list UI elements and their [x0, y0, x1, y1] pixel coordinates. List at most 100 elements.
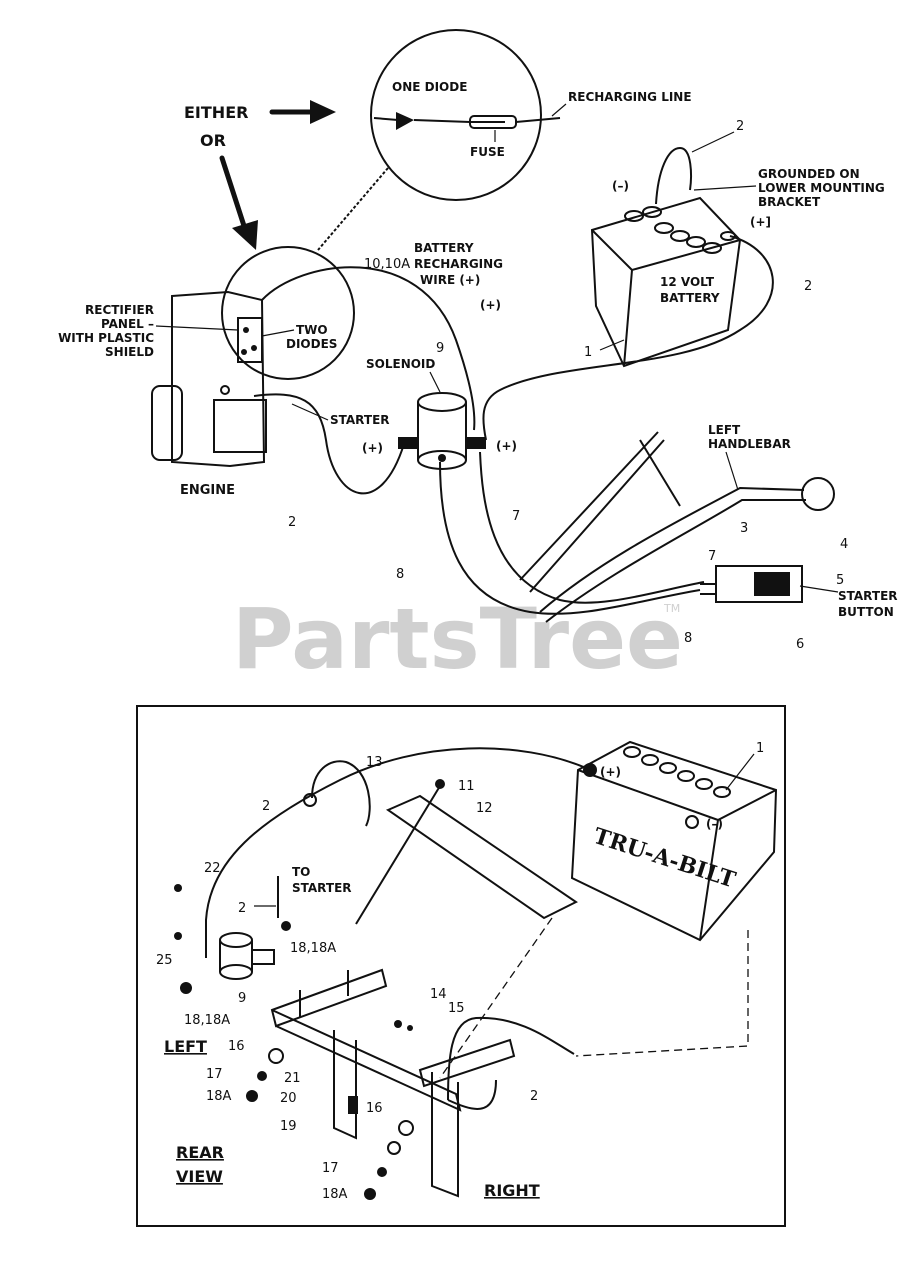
- switch-leads: [700, 583, 716, 595]
- battery-label-2: BATTERY: [660, 291, 720, 305]
- engine: [151, 290, 267, 468]
- rear-bracket-right: [418, 1038, 516, 1088]
- starter-button-label-2: BUTTON: [838, 605, 894, 619]
- bot-num-16-a: 16: [228, 1039, 245, 1054]
- bot-num-15: 15: [448, 1001, 465, 1016]
- rear-leg-right: [431, 1072, 459, 1198]
- rear-battery: [570, 740, 778, 942]
- detail-circle: [370, 29, 542, 201]
- bottom-diagram: TRU-A-BILT 1 (+) (–) 2 13 11 12 TO START…: [136, 705, 786, 1227]
- bot-num-11: 11: [458, 779, 475, 794]
- watermark-text: PartsTree: [232, 590, 683, 688]
- top-num-9: 9: [436, 341, 444, 356]
- rear-solenoid: [219, 932, 275, 980]
- rear-label: REAR: [176, 1143, 224, 1162]
- rear-cable-2-loop: [447, 1079, 497, 1110]
- grounded-label-3: BRACKET: [758, 195, 821, 209]
- grounded-leader: [693, 185, 757, 191]
- solenoid-pos-left: (+): [362, 441, 383, 455]
- solenoid-label: SOLENOID: [366, 357, 435, 371]
- bot-num-16-b: 16: [366, 1101, 383, 1116]
- bot-num-2-b: 2: [238, 901, 246, 916]
- washer-16-b: [398, 1120, 414, 1136]
- rear-bracket-12: [385, 794, 578, 920]
- rear-view-frame: [136, 705, 786, 1227]
- top-num-8-a: 8: [396, 567, 404, 582]
- solenoid-leader: [429, 371, 441, 393]
- starter-leader: [291, 403, 329, 421]
- bot-1-leader: [725, 753, 755, 791]
- fuse-label: FUSE: [470, 145, 505, 159]
- recharging-pos: (+): [480, 298, 501, 312]
- battery-label-1: 12 VOLT: [660, 275, 715, 289]
- washer-17-a: [257, 1071, 267, 1081]
- bot-num-12: 12: [476, 801, 493, 816]
- or-arrow-shaft: [219, 155, 249, 235]
- positive-cable: [482, 235, 774, 441]
- battery-neg: (–): [612, 179, 629, 193]
- rear-strap-13: [311, 760, 371, 827]
- rectifier-label-3: WITH PLASTIC: [58, 331, 154, 345]
- bot-num-14: 14: [430, 987, 447, 1002]
- washer-16-c: [387, 1141, 401, 1155]
- battery-leader: [599, 339, 625, 351]
- starter-button-label-1: STARTER: [838, 589, 898, 603]
- bot-num-18a-b: 18A: [322, 1187, 348, 1202]
- right-label: RIGHT: [484, 1181, 540, 1200]
- or-label: OR: [200, 131, 226, 150]
- bot-num-18-18a-a: 18,18A: [290, 941, 336, 956]
- recharging-label-3: WIRE (+): [420, 273, 480, 287]
- bot-num-20: 20: [280, 1091, 297, 1106]
- left-handlebar-label-2: HANDLEBAR: [708, 437, 791, 451]
- wire-7: [479, 451, 705, 604]
- top-diagram: EITHER OR ONE DIODE FUSE RECHARGING LINE: [58, 29, 898, 652]
- recharging-label-2: RECHARGING: [414, 257, 503, 271]
- ground-num-leader: [691, 131, 735, 153]
- or-arrowhead: [232, 220, 258, 250]
- washer-25: [174, 932, 182, 940]
- diode-symbol: [396, 112, 414, 130]
- to-starter-label-1: TO: [292, 865, 310, 879]
- top-num-8-b: 8: [684, 631, 692, 646]
- watermark-tm: TM: [663, 602, 680, 615]
- starter-label: STARTER: [330, 413, 390, 427]
- starter-button-leader: [799, 585, 839, 593]
- recharging-line-label: RECHARGING LINE: [568, 90, 692, 104]
- bot-num-13: 13: [366, 755, 383, 770]
- bolt-21: [348, 1096, 358, 1114]
- washer-14: [394, 1020, 402, 1028]
- bot-num-1: 1: [756, 741, 764, 756]
- strap-ring: [303, 793, 317, 807]
- rear-leg-left: [333, 1030, 357, 1140]
- handlebar-leader: [725, 451, 739, 491]
- top-num-7-a: 7: [512, 509, 520, 524]
- starter-switch: [754, 572, 790, 596]
- battery-pos: (+]: [750, 215, 771, 229]
- washer-17-b: [377, 1167, 387, 1177]
- ground-strap: [655, 146, 692, 205]
- bolt-head-11: [435, 779, 445, 789]
- recharging-line-leader: [551, 103, 567, 117]
- recharging-line-wire: [515, 117, 561, 123]
- diode-line: [373, 117, 505, 123]
- top-num-7-b: 7: [708, 549, 716, 564]
- grounded-label-1: GROUNDED ON: [758, 167, 860, 181]
- bot-num-17-a: 17: [206, 1067, 223, 1082]
- washer-16-a: [268, 1048, 284, 1064]
- rear-cable-2-main: [205, 747, 587, 958]
- rectifier-circle: [221, 246, 355, 380]
- nut-18a-a: [246, 1090, 258, 1102]
- battery: [590, 196, 742, 368]
- bot-num-21: 21: [284, 1071, 301, 1086]
- bot-num-19: 19: [280, 1119, 297, 1134]
- two-diodes-leader: [261, 329, 295, 337]
- nut-18-lower: [180, 982, 192, 994]
- top-num-4: 4: [840, 537, 848, 552]
- washer-15: [407, 1025, 413, 1031]
- top-num-6: 6: [796, 637, 804, 652]
- wire-8: [439, 461, 701, 615]
- detail-connector: [317, 167, 389, 251]
- top-num-2-a: 2: [288, 515, 296, 530]
